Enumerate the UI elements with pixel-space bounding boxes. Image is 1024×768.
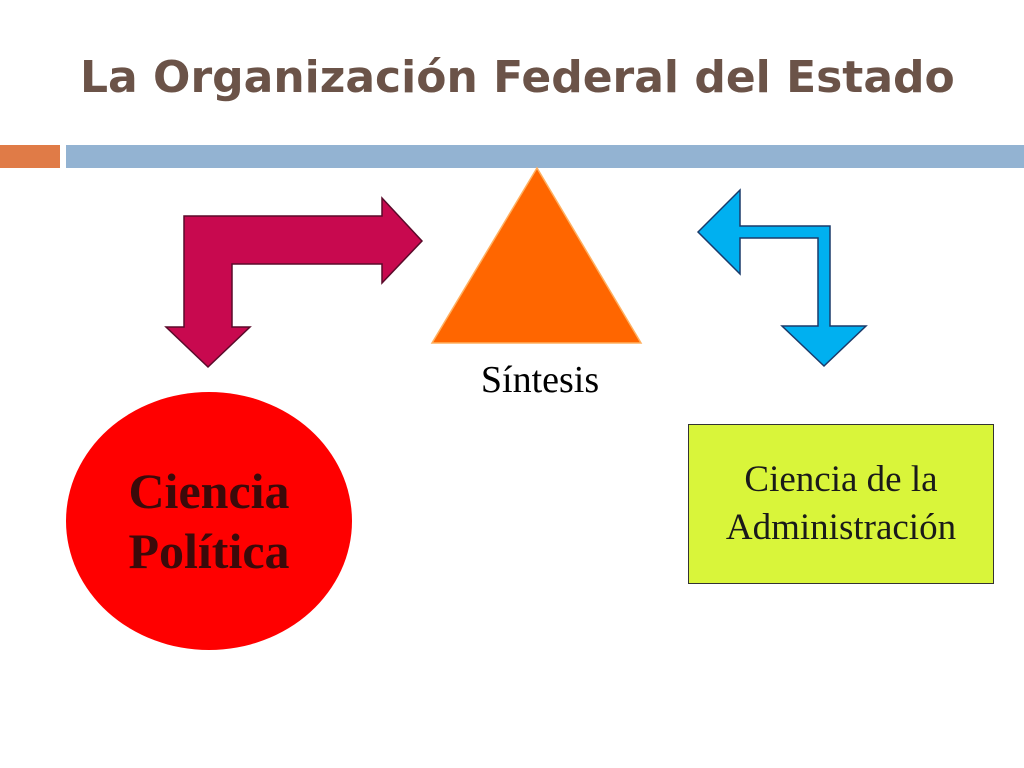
ciencia-administracion-line2: Administración bbox=[725, 507, 957, 548]
synthesis-label: Síntesis bbox=[480, 359, 600, 401]
slide-title: La Organización Federal del Estado bbox=[80, 52, 955, 103]
ciencia-politica-line2: Política bbox=[128, 523, 290, 579]
header-accent-bar bbox=[0, 145, 60, 168]
ciencia-administracion-node: Ciencia de la Administración bbox=[688, 424, 994, 584]
ciencia-administracion-line1: Ciencia de la bbox=[744, 459, 938, 500]
bent-arrow-left bbox=[164, 196, 424, 369]
bent-arrow-right bbox=[696, 188, 868, 368]
header-divider-bar bbox=[66, 145, 1024, 168]
ciencia-politica-node: Ciencia Política bbox=[66, 392, 352, 650]
ciencia-politica-line1: Ciencia bbox=[128, 463, 290, 519]
synthesis-triangle bbox=[430, 166, 643, 344]
